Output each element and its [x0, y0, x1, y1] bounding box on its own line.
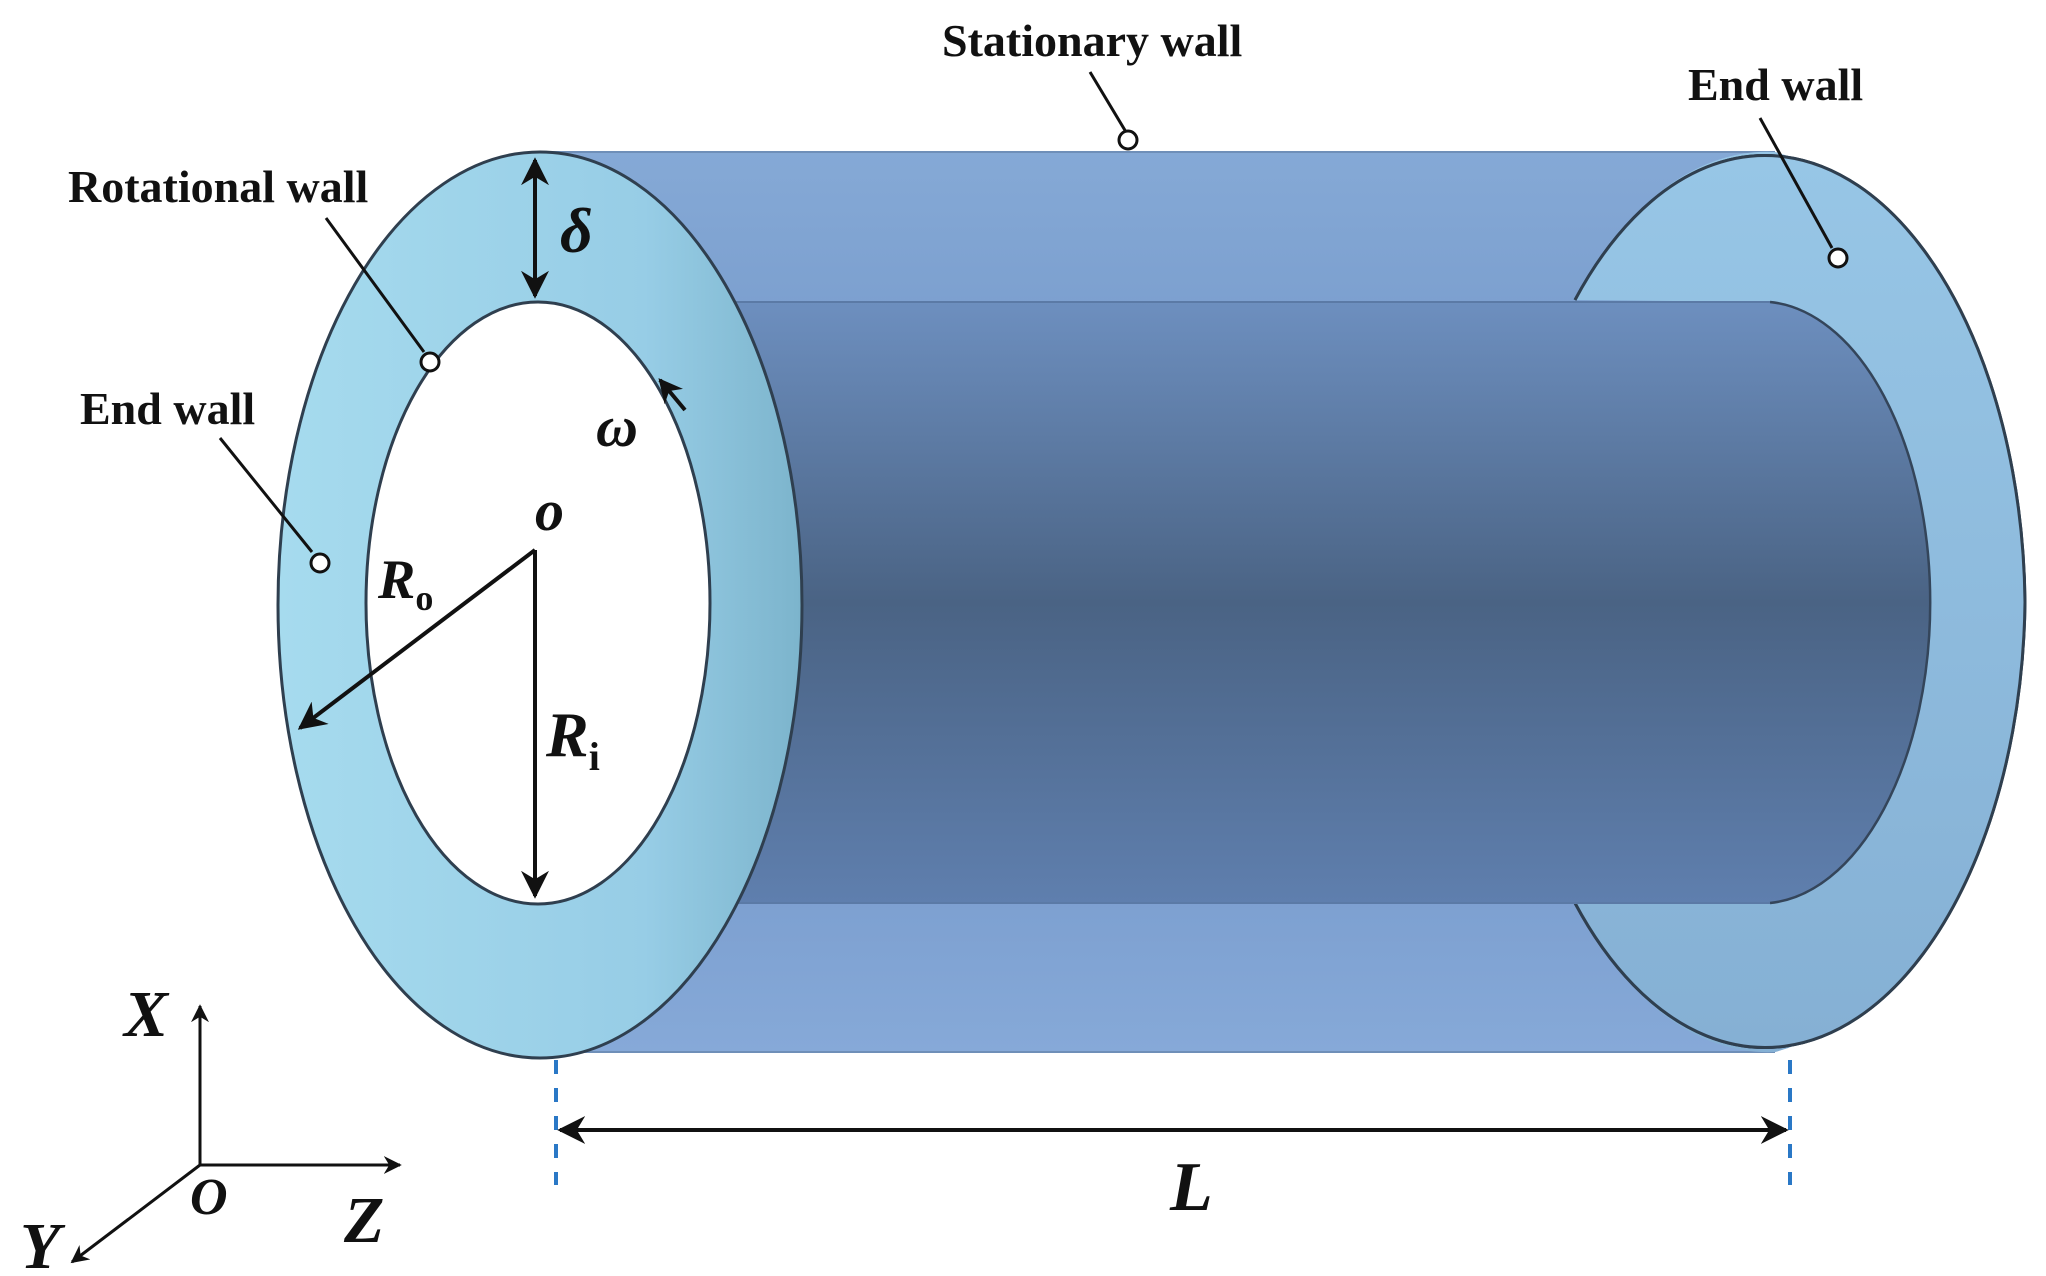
outer-radius-arrow: [297, 548, 537, 730]
outer-radius-label: Ro: [377, 549, 433, 618]
rotational-cylinder-body: [540, 302, 1931, 903]
z-axis-label: Z: [343, 1184, 384, 1257]
left-end-wall-inner-edge: [364, 300, 712, 906]
inner-radius-label: Ri: [545, 699, 600, 779]
right-end-wall-rim: [1573, 154, 2027, 1050]
left-end-wall-label: End wall: [80, 383, 255, 434]
axes-origin-label: O: [190, 1169, 228, 1226]
left-end-wall-outer-edge: [276, 150, 804, 1060]
stationary-wall-leader: [1088, 71, 1128, 133]
stationary-wall-marker: [1117, 129, 1139, 151]
right-end-wall-leader: [1758, 117, 1834, 249]
omega-symbol: ω: [596, 394, 638, 459]
right-end-wall-label: End wall: [1688, 59, 1863, 110]
y-axis-arrow: [70, 1163, 201, 1264]
right-end-wall-fill: [1575, 155, 2025, 1048]
rotational-wall-label: Rotational wall: [68, 161, 368, 212]
x-axis-label: X: [122, 978, 170, 1051]
rotational-cylinder-far-edge: [1769, 300, 1932, 905]
delta-symbol: δ: [560, 195, 593, 266]
left-end-wall-leader: [218, 437, 314, 553]
y-axis-label: Y: [20, 1210, 66, 1276]
center-o-label: o: [535, 478, 564, 543]
rotational-wall-leader: [324, 217, 426, 353]
omega-rotation-arrow: [658, 378, 687, 412]
right-end-wall-marker: [1827, 247, 1849, 269]
rotational-wall-marker: [419, 351, 441, 373]
left-end-wall-marker: [309, 552, 331, 574]
stationary-wall-label: Stationary wall: [942, 15, 1242, 66]
length-label: L: [1169, 1149, 1213, 1226]
